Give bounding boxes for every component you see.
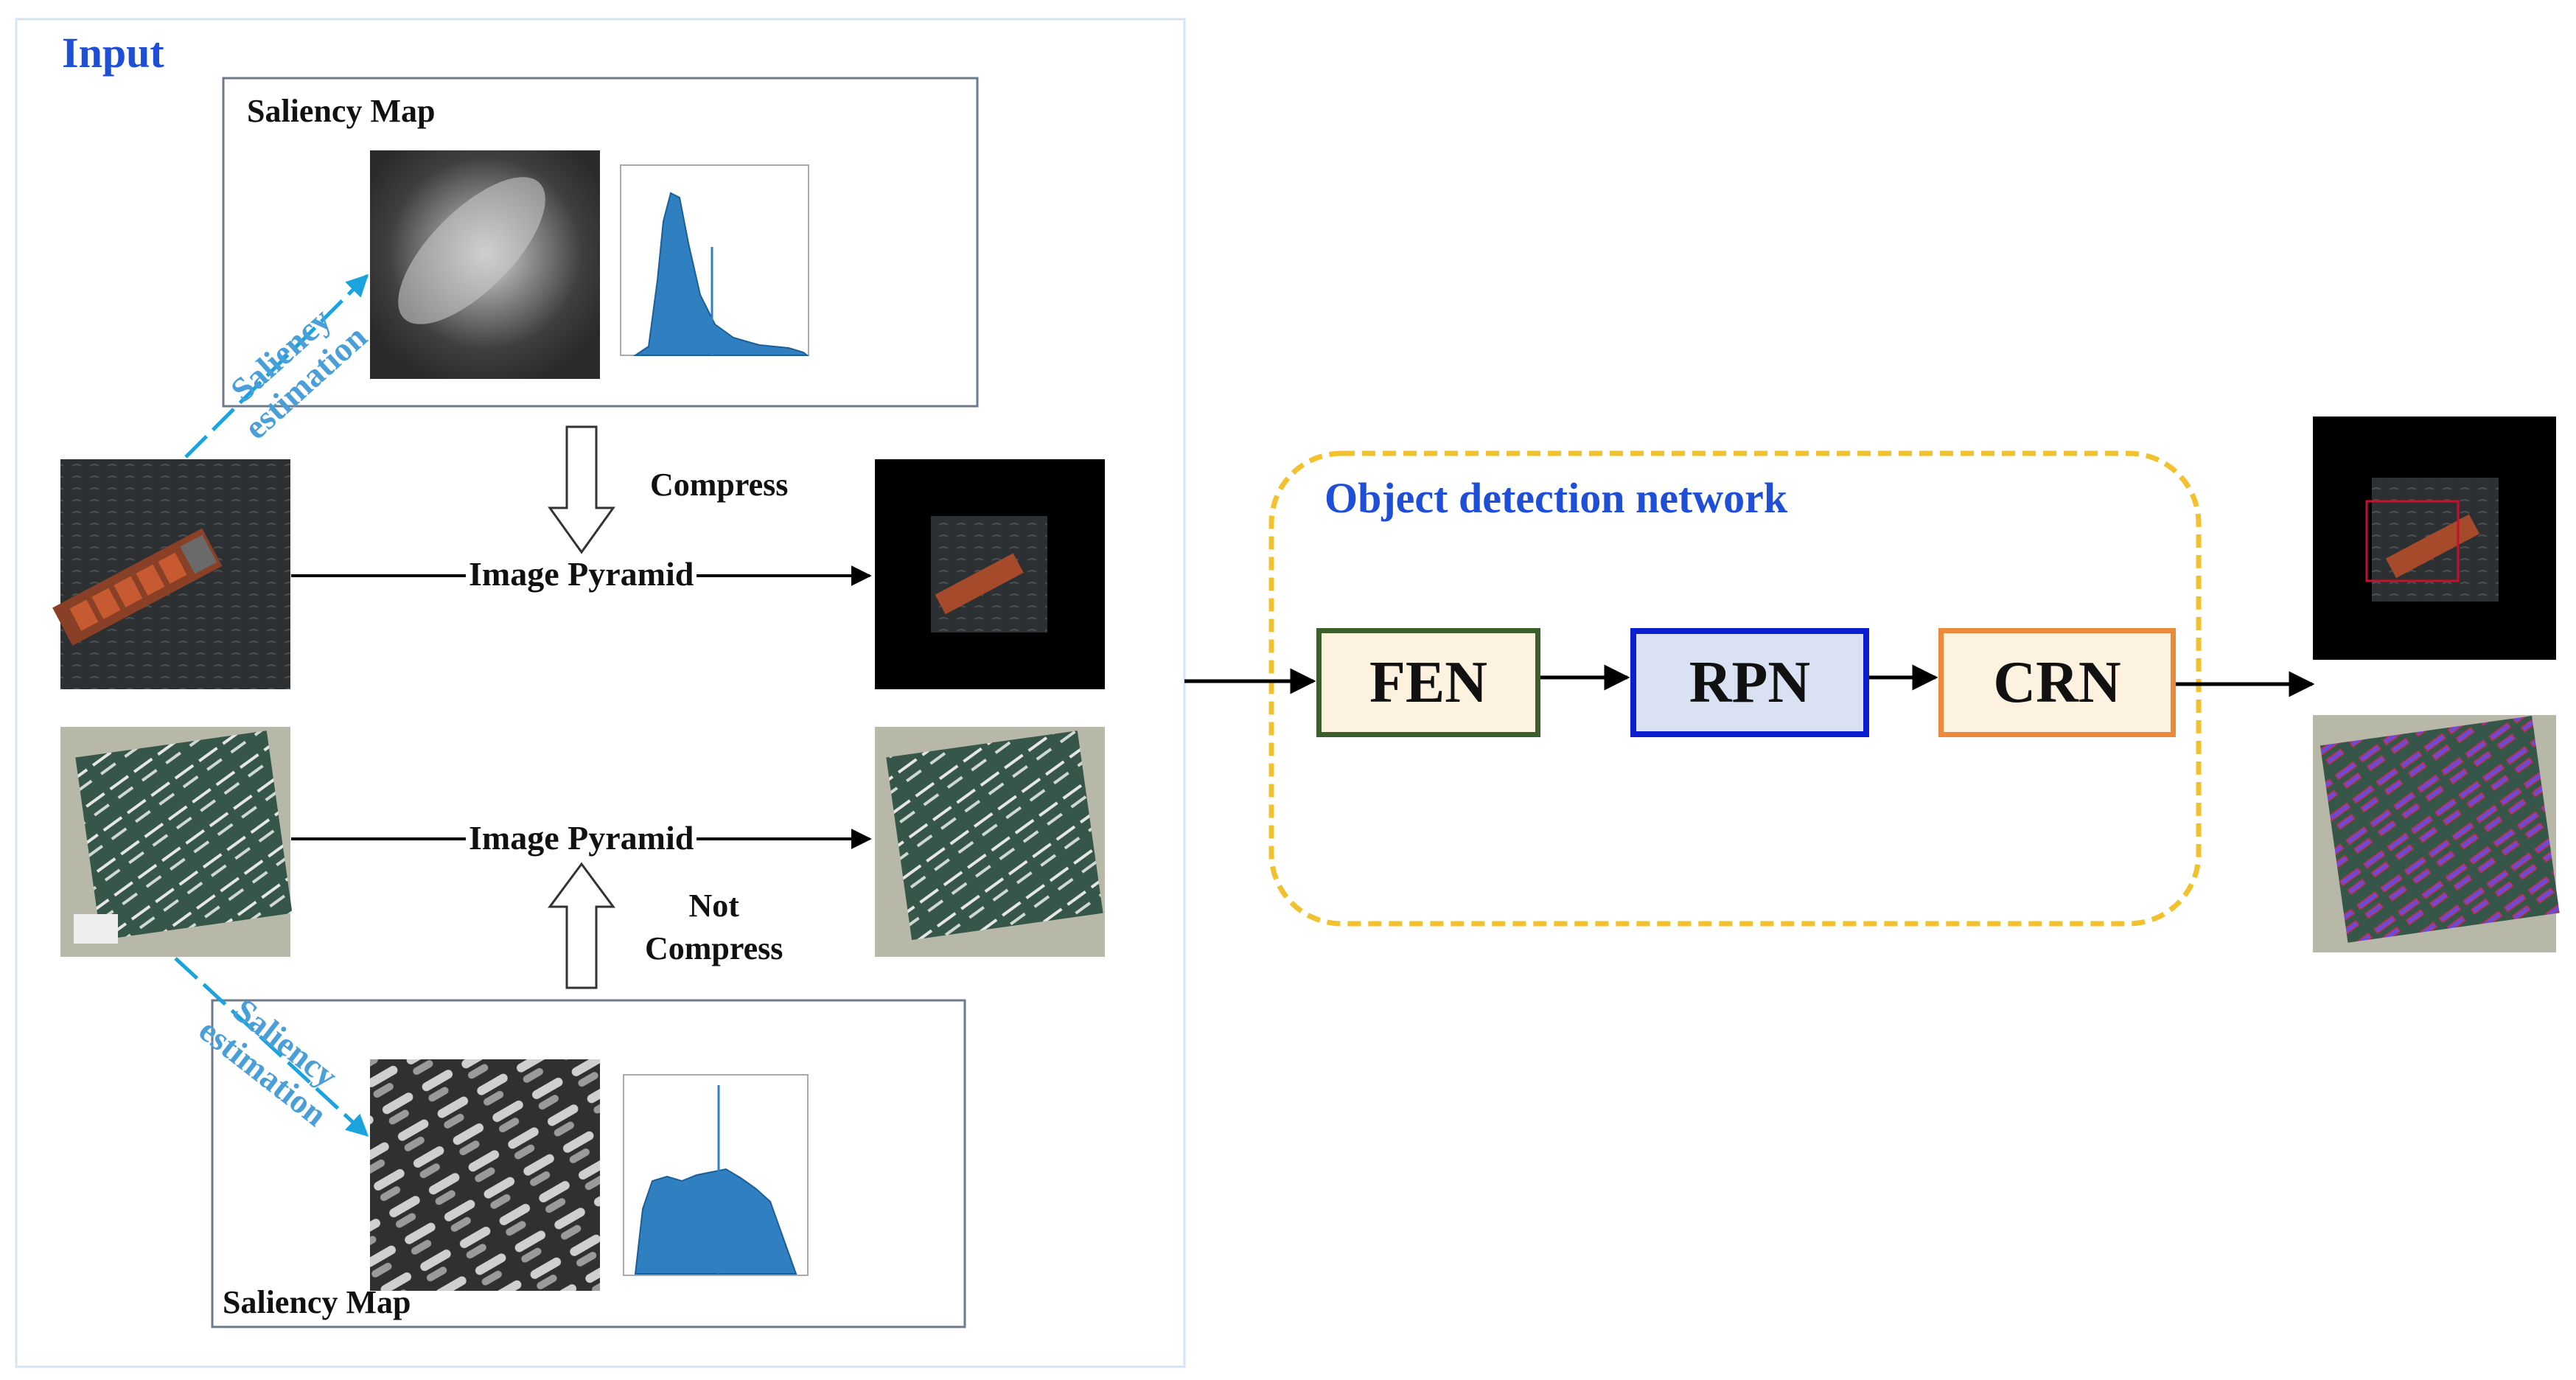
histogram-chart xyxy=(623,1074,809,1276)
rpn-block: RPN xyxy=(1630,628,1869,737)
saliency-map-title-top: Saliency Map xyxy=(247,93,436,129)
fen-block: FEN xyxy=(1316,628,1540,737)
object-detection-network-region xyxy=(1268,450,2202,927)
not-compress-label: Not Compress xyxy=(645,885,783,970)
not-compress-arrow xyxy=(548,862,615,989)
saliency-map-image xyxy=(370,1059,600,1291)
ship-image xyxy=(52,459,290,689)
saliency-map-box-top xyxy=(222,77,979,408)
saliency-map-blob xyxy=(398,177,545,324)
saliency-arrow-top xyxy=(184,273,369,459)
input-title: Input xyxy=(62,29,164,77)
saliency-map-title-bottom: Saliency Map xyxy=(223,1284,411,1320)
pyramid-output-harbor xyxy=(875,727,1105,957)
compress-arrow xyxy=(548,425,615,554)
not-compress-line-1: Not xyxy=(688,888,739,924)
image-pyramid-label-bottom: Image Pyramid xyxy=(466,818,697,857)
object-detection-network-title: Object detection network xyxy=(1324,474,1788,522)
compress-label: Compress xyxy=(650,467,789,503)
crn-block: CRN xyxy=(1938,628,2176,737)
not-compress-line-2: Compress xyxy=(645,930,783,966)
harbor-image xyxy=(60,727,293,957)
pyramid-output-ship xyxy=(875,459,1105,689)
saliency-arrow-bottom xyxy=(174,957,369,1137)
detection-result-image xyxy=(2313,417,2556,660)
histogram-chart xyxy=(620,164,809,356)
detection-result-image xyxy=(2313,715,2560,952)
image-pyramid-label-top: Image Pyramid xyxy=(466,554,697,593)
